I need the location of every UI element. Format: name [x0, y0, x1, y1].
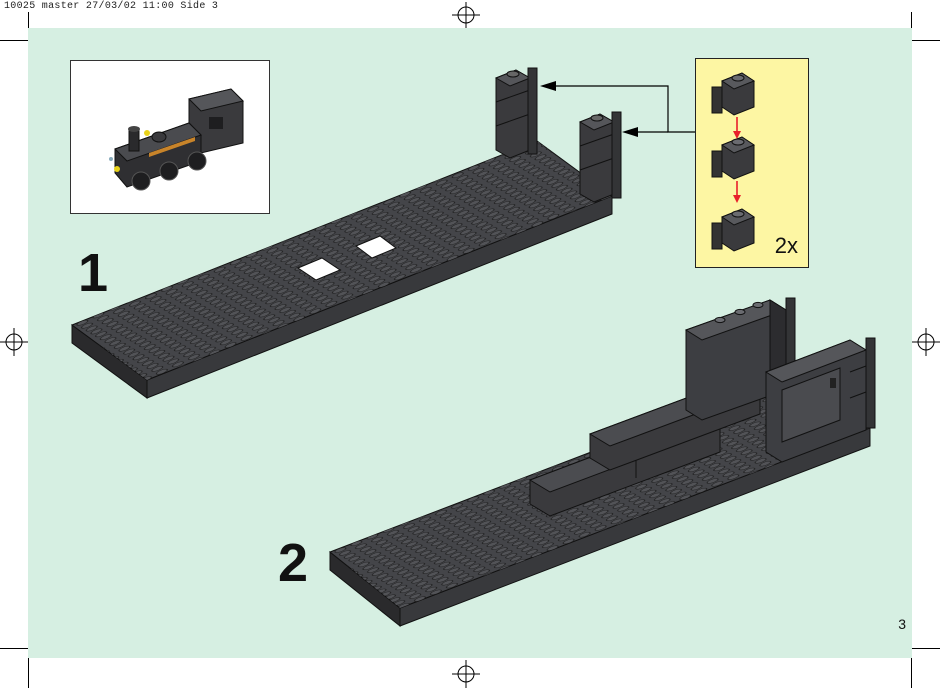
page-number: 3: [898, 616, 906, 632]
